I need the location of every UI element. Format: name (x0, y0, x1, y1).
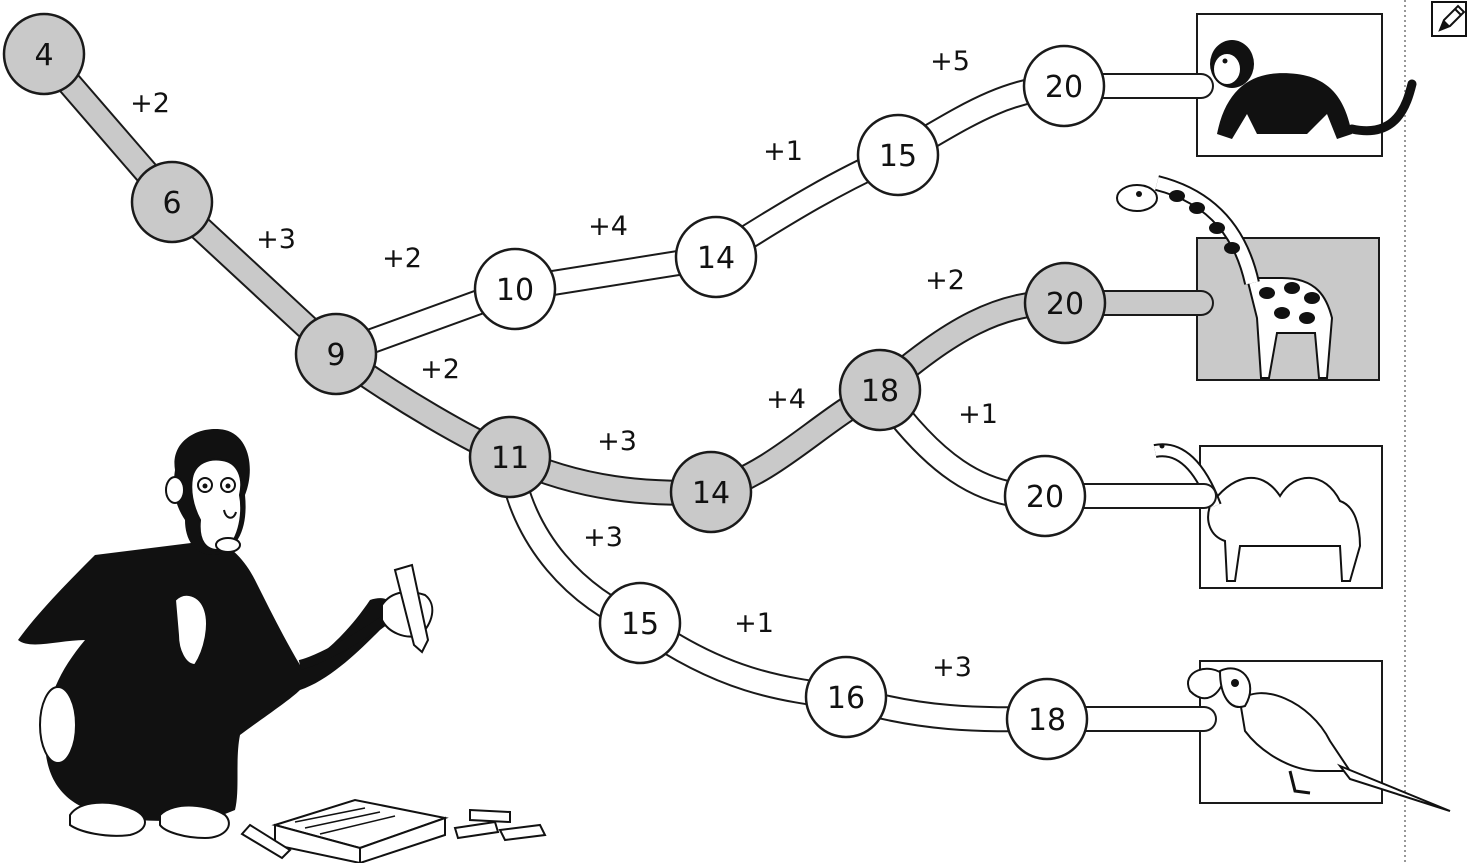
node-circle (1022, 44, 1106, 128)
node-value: 15 (621, 607, 659, 642)
node-value: 20 (1026, 480, 1064, 515)
node-value: 16 (827, 681, 865, 716)
step-label-n18a-n20b: +2 (925, 265, 965, 296)
step-label-n14b-n18a: +4 (766, 384, 806, 415)
step-label-n6-n9: +3 (256, 224, 296, 255)
step-label-n16-n18b: +3 (932, 652, 972, 683)
step-label-n15a-n20a: +5 (930, 46, 970, 77)
step-labels: +2 +3 +2 +4 +1 +5 +2 +3 +4 +2 +1 +3 +1 +3 (130, 46, 998, 683)
node-value: 6 (162, 186, 181, 221)
node-value: 9 (326, 338, 345, 373)
node-circle (1005, 677, 1089, 761)
step-label-n4-n6: +2 (130, 88, 170, 119)
node-circle (473, 247, 557, 331)
parrot-icon (1187, 667, 1451, 812)
step-label-n11-n15b: +3 (583, 522, 623, 553)
giraffe-icon (1116, 175, 1334, 379)
chimpanzee-with-crayon (18, 429, 434, 840)
node-value: 18 (1028, 703, 1066, 738)
node-value: 14 (697, 241, 735, 276)
node-circle (468, 415, 552, 499)
node-n10: 10 (473, 247, 557, 331)
node-value: 4 (34, 38, 53, 73)
step-label-n9-n11: +2 (420, 354, 460, 385)
node-n18b: 18 (1005, 677, 1089, 761)
node-n20a: 20 (1022, 44, 1106, 128)
step-label-n15b-n16: +1 (734, 608, 774, 639)
path-nodes: 4 6 9 10 14 15 20 11 14 18 20 20 15 16 18 (2, 12, 1107, 761)
node-circle (294, 312, 378, 396)
node-n9: 9 (294, 312, 378, 396)
node-value: 20 (1046, 287, 1084, 322)
node-n6: 6 (130, 160, 214, 244)
node-value: 10 (496, 273, 534, 308)
node-circle (598, 581, 682, 665)
node-n11: 11 (468, 415, 552, 499)
node-n16: 16 (804, 655, 888, 739)
step-label-n10-n14a: +4 (588, 211, 628, 242)
node-value: 15 (879, 139, 917, 174)
node-value: 14 (692, 476, 730, 511)
node-n20c: 20 (1003, 454, 1087, 538)
node-n20b: 20 (1023, 261, 1107, 345)
node-circle (130, 160, 214, 244)
node-value: 20 (1045, 70, 1083, 105)
node-circle (856, 113, 940, 197)
step-label-n14a-n15a: +1 (763, 136, 803, 167)
node-value: 18 (861, 374, 899, 409)
node-circle (1003, 454, 1087, 538)
node-value: 11 (491, 441, 529, 476)
node-circle (838, 348, 922, 432)
pencil-icon (1431, 1, 1467, 37)
node-n15a: 15 (856, 113, 940, 197)
node-circle (1023, 261, 1107, 345)
node-n4: 4 (2, 12, 86, 96)
step-label-n9-n10: +2 (382, 243, 422, 274)
node-circle (2, 12, 86, 96)
node-n18a: 18 (838, 348, 922, 432)
node-n14a: 14 (674, 215, 758, 299)
node-circle (674, 215, 758, 299)
monkey-icon (1210, 40, 1417, 139)
node-circle (669, 450, 753, 534)
step-label-n18a-n20c: +1 (958, 399, 998, 430)
node-n14b: 14 (669, 450, 753, 534)
node-circle (804, 655, 888, 739)
step-label-n11-n14b: +3 (597, 426, 637, 457)
node-n15b: 15 (598, 581, 682, 665)
crayon-box (240, 798, 547, 863)
